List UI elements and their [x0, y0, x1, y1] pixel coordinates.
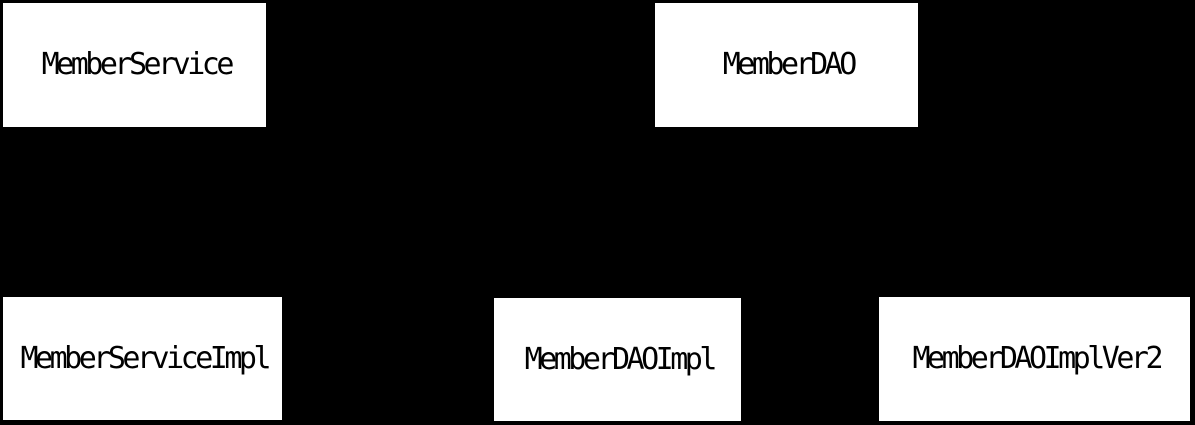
node-member-dao-impl-ver2: MemberDAOImplVer2: [879, 297, 1190, 421]
node-member-dao-impl: MemberDAOImpl: [494, 298, 741, 421]
node-member-service-label: MemberService: [41, 47, 235, 82]
node-member-dao-label: MemberDAO: [722, 47, 858, 82]
node-member-service-impl: MemberServiceImpl: [3, 297, 282, 420]
node-member-service-impl-label: MemberServiceImpl: [20, 340, 271, 376]
node-member-dao-impl-label: MemberDAOImpl: [524, 341, 718, 377]
node-member-dao: MemberDAO: [655, 3, 918, 127]
node-member-dao-impl-ver2-label: MemberDAOImplVer2: [912, 341, 1163, 376]
node-member-service: MemberService: [3, 3, 266, 127]
